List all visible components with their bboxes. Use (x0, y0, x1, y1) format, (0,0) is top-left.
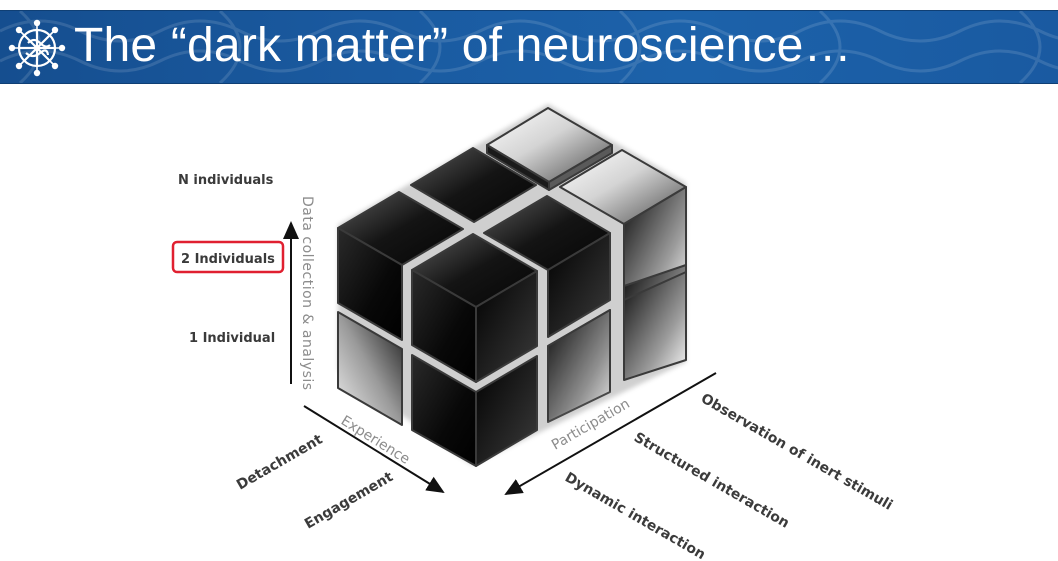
level-structured-interaction: Structured interaction (631, 430, 792, 532)
level-2-individuals: 2 Individuals (181, 252, 275, 267)
cube-front-top-mid (483, 195, 611, 338)
cube-bottom-center (411, 354, 538, 467)
level-dynamic-interaction: Dynamic interaction (562, 470, 708, 561)
vertical-axis: Data collection & analysis (283, 196, 315, 391)
page-title: The “dark matter” of neuroscience… (74, 19, 852, 72)
cube-top-left (410, 147, 537, 223)
level-1-individual: 1 Individual (189, 331, 275, 346)
cube-bottom-right (547, 271, 687, 423)
brain-network-icon (8, 19, 66, 77)
level-n-individuals: N individuals (178, 173, 274, 188)
cube-front-top-left (337, 191, 464, 341)
level-detachment: Detachment (234, 431, 326, 493)
cube-top-back (486, 107, 613, 191)
cube-front-top-center (411, 233, 538, 383)
vertical-axis-title: Data collection & analysis (299, 196, 315, 391)
cube-bottom-left (337, 311, 403, 426)
level-engagement: Engagement (302, 469, 396, 533)
title-banner: The “dark matter” of neuroscience… (0, 10, 1058, 84)
highlight-box (171, 240, 285, 274)
